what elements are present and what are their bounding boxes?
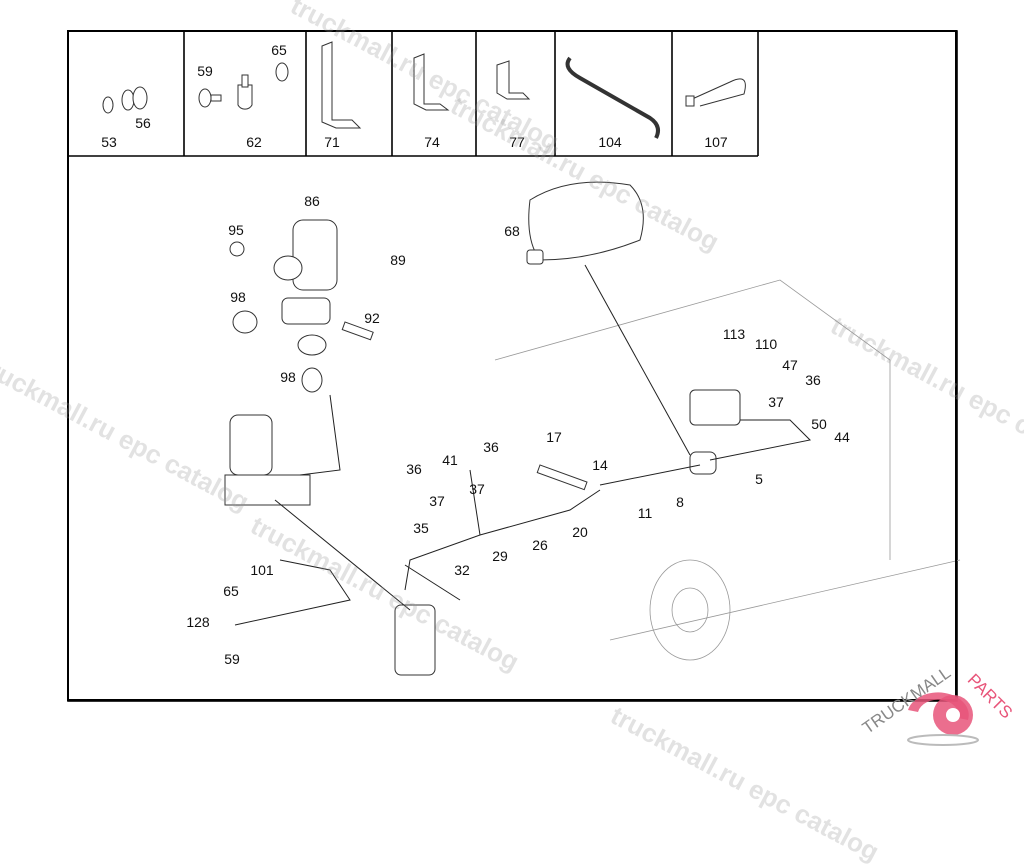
callout-label: 26 — [532, 537, 548, 553]
callout-label: 50 — [811, 416, 827, 432]
part-number-label: 65 — [271, 42, 287, 58]
callout-label: 98 — [280, 369, 296, 385]
part-number-label: 56 — [135, 115, 151, 131]
part-number-label: 74 — [424, 134, 440, 150]
callout-label: 68 — [504, 223, 520, 239]
callout-label: 5 — [755, 471, 763, 487]
callout-label: 86 — [304, 193, 320, 209]
callout-label: 110 — [754, 336, 778, 352]
callout-label: 98 — [230, 289, 246, 305]
diagram-frame — [67, 30, 957, 701]
callout-label: 8 — [676, 494, 684, 510]
callout-label: 20 — [572, 524, 588, 540]
callout-label: 128 — [186, 614, 210, 630]
callout-label: 92 — [364, 310, 380, 326]
callout-label: 44 — [834, 429, 850, 445]
callout-label: 37 — [768, 394, 784, 410]
callout-label: 36 — [805, 372, 821, 388]
callout-label: 47 — [782, 357, 798, 373]
part-number-label: 71 — [324, 134, 340, 150]
callout-label: 101 — [250, 562, 274, 578]
callout-label: 17 — [546, 429, 562, 445]
callout-label: 37 — [429, 493, 445, 509]
callout-label: 11 — [637, 505, 653, 521]
callout-label: 59 — [224, 651, 240, 667]
part-number-label: 53 — [101, 134, 117, 150]
callout-label: 113 — [722, 326, 746, 342]
part-number-label: 59 — [197, 63, 213, 79]
truckmall-parts-logo: TRUCKMALL PARTS — [859, 663, 1016, 746]
part-number-label: 107 — [704, 134, 728, 150]
part-number-label: 62 — [246, 134, 262, 150]
part-number-label: 77 — [509, 134, 525, 150]
callout-label: 32 — [454, 562, 470, 578]
parts-diagram — [67, 30, 961, 702]
callout-label: 65 — [223, 583, 239, 599]
part-number-label: 104 — [598, 134, 622, 150]
callout-label: 35 — [413, 520, 429, 536]
callout-label: 95 — [228, 222, 244, 238]
callout-label: 89 — [390, 252, 406, 268]
callout-label: 29 — [492, 548, 508, 564]
callout-label: 36 — [483, 439, 499, 455]
callout-label: 41 — [442, 452, 458, 468]
callout-label: 37 — [469, 481, 485, 497]
callout-label: 36 — [406, 461, 422, 477]
callout-label: 14 — [592, 457, 608, 473]
